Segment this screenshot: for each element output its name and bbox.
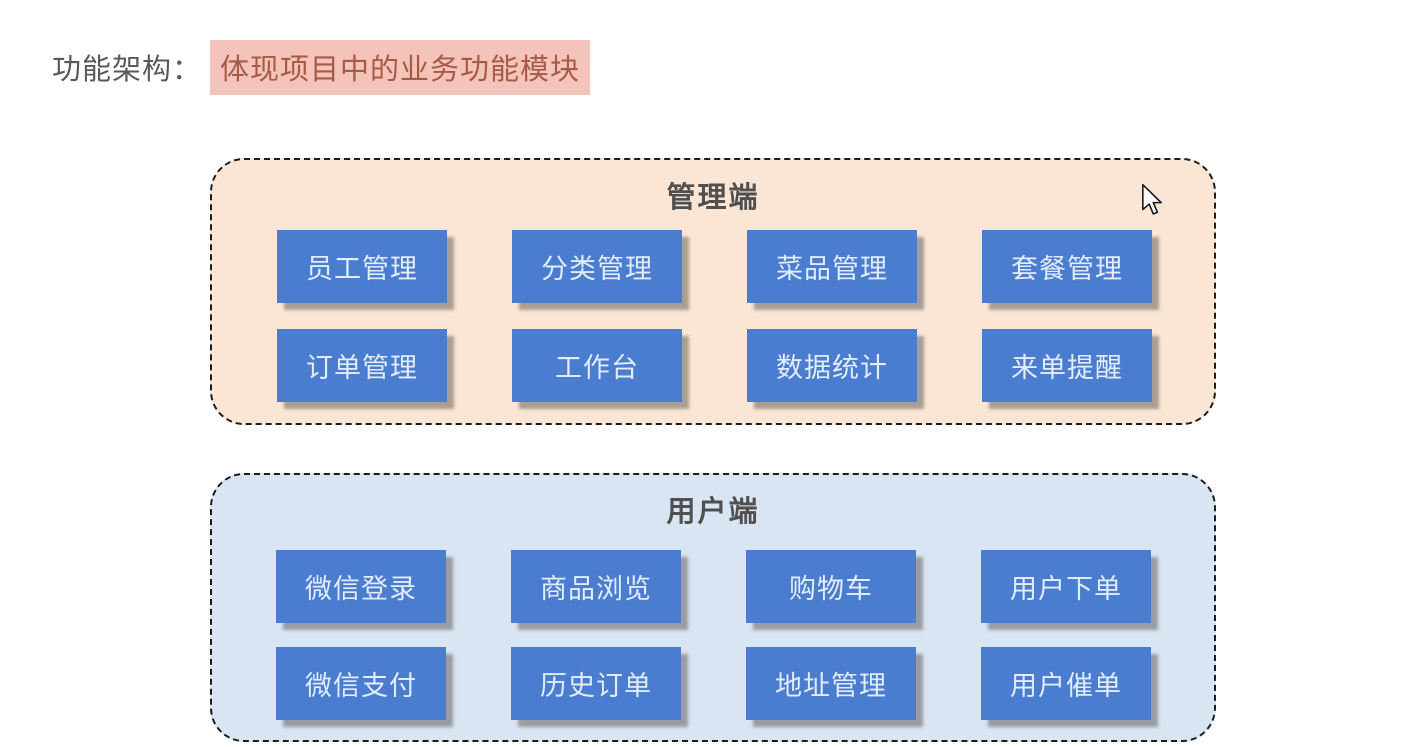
user-module-box: 用户下单 <box>981 550 1151 623</box>
user-module-box: 历史订单 <box>511 647 681 720</box>
admin-module-box: 员工管理 <box>277 230 447 303</box>
user-module-grid: 微信登录 商品浏览 购物车 用户下单 微信支付 历史订单 地址管理 用户催单 <box>276 550 1151 720</box>
headline: 功能架构： 体现项目中的业务功能模块 <box>52 39 591 95</box>
admin-panel-title: 管理端 <box>666 182 760 214</box>
user-module-box: 微信登录 <box>276 550 446 623</box>
admin-module-box: 套餐管理 <box>982 230 1152 303</box>
headline-highlight: 体现项目中的业务功能模块 <box>210 39 591 95</box>
user-module-box: 微信支付 <box>276 647 446 720</box>
admin-module-box: 来单提醒 <box>982 329 1152 402</box>
user-module-box: 商品浏览 <box>511 550 681 623</box>
admin-module-box: 菜品管理 <box>747 230 917 303</box>
user-panel: 用户端 微信登录 商品浏览 购物车 用户下单 微信支付 历史订单 地址管理 用户… <box>210 473 1216 742</box>
admin-module-box: 数据统计 <box>747 329 917 402</box>
user-module-box: 地址管理 <box>746 647 916 720</box>
arrow-pointer-icon <box>1142 184 1162 215</box>
headline-label: 功能架构： <box>52 54 203 86</box>
admin-panel: 管理端 员工管理 分类管理 菜品管理 套餐管理 订单管理 工作台 数据统计 来单… <box>210 158 1216 425</box>
admin-module-box: 订单管理 <box>277 329 447 402</box>
admin-module-grid: 员工管理 分类管理 菜品管理 套餐管理 订单管理 工作台 数据统计 来单提醒 <box>277 230 1152 402</box>
user-panel-title: 用户端 <box>666 496 760 528</box>
admin-module-box: 工作台 <box>512 329 682 402</box>
admin-module-box: 分类管理 <box>512 230 682 303</box>
user-module-box: 购物车 <box>746 550 916 623</box>
user-module-box: 用户催单 <box>981 647 1151 720</box>
